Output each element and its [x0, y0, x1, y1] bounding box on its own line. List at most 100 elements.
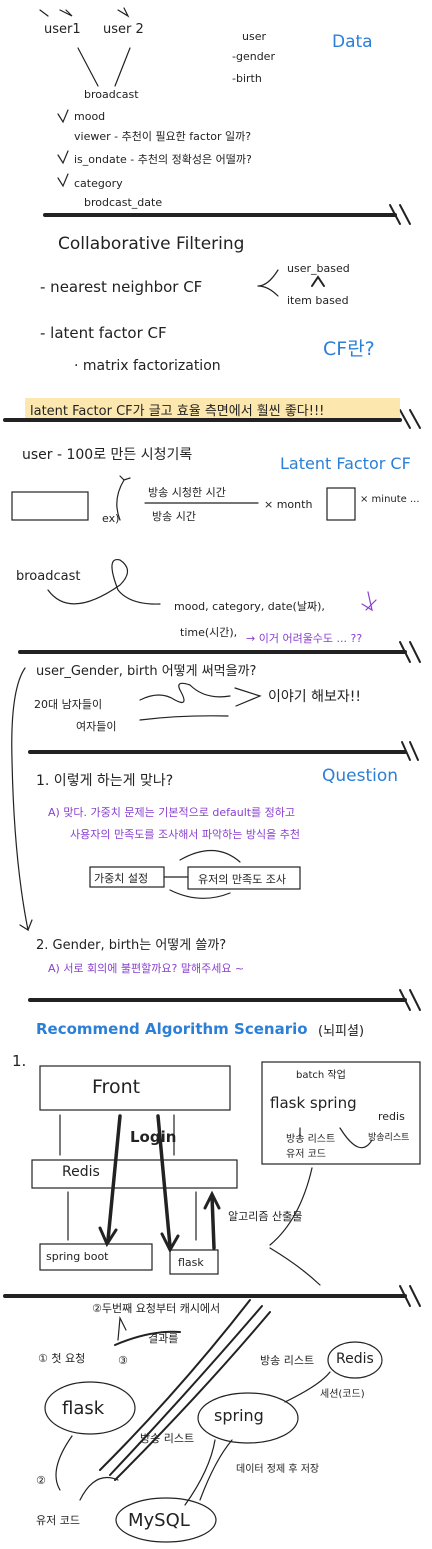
broadcast-list-top: 방송 리스트 — [260, 1354, 315, 1367]
mysql-spring-arrow — [184, 1439, 216, 1506]
answer-2: A) 서로 회의에 불편할까요? 말해주세요 ~ — [48, 962, 245, 975]
mysql-circle — [115, 1497, 217, 1543]
item-based-label: item based — [287, 294, 349, 307]
question-title: Question — [322, 766, 399, 786]
matrix-factorization: · matrix factorization — [74, 358, 221, 374]
check-mark — [57, 109, 69, 124]
ex-arrow — [116, 475, 131, 521]
first-request: ① 첫 요청 — [38, 1352, 86, 1365]
latent-title: Latent Factor CF — [280, 454, 411, 473]
gender-field: -gender — [232, 50, 275, 63]
step-3-label: ③ — [118, 1354, 128, 1367]
heading-arrow — [269, 1247, 321, 1286]
spring-circle-label: spring — [214, 1406, 264, 1425]
broadcast-curve — [47, 558, 161, 605]
user2-label: user 2 — [103, 22, 144, 37]
divider-slashes — [399, 1285, 421, 1307]
divider-slashes — [399, 641, 421, 663]
loop-arrow — [79, 1476, 119, 1501]
flask-circle — [44, 1381, 136, 1435]
month-label: × month — [264, 498, 313, 511]
highlight-band — [25, 398, 400, 418]
check-mark — [57, 173, 69, 188]
data-store-label: 데이터 정제 후 저장 — [236, 1464, 320, 1475]
data-title: Data — [332, 32, 373, 52]
left-bracket — [11, 667, 33, 932]
front-label: Front — [92, 1076, 141, 1098]
step-2-label: ② — [36, 1474, 46, 1487]
cache-heading: ②두번째 요청부터 캐시에서 — [92, 1302, 221, 1315]
broadcast-time: 방송 시간 — [152, 510, 196, 523]
divider-slashes — [401, 741, 419, 761]
women-label: 여자들이 — [76, 720, 117, 733]
women-line — [139, 715, 229, 721]
login-arrow-head — [98, 1226, 118, 1248]
cf-heading: Collaborative Filtering — [58, 234, 245, 254]
latent-small-box — [326, 487, 356, 521]
flask-arrow-head — [160, 1232, 180, 1254]
mysql-label: MySQL — [128, 1510, 190, 1531]
gender-question: user_Gender, birth 어떻게 써먹을까? — [36, 664, 257, 679]
spring-circle — [197, 1392, 299, 1444]
broadcast-label-2: broadcast — [16, 569, 81, 584]
cycle-arrow — [169, 849, 241, 899]
field-viewer: viewer - 추천이 필요한 factor 일까? — [74, 130, 252, 143]
user2-tick — [117, 7, 130, 18]
session-label: 세션(코드) — [320, 1389, 365, 1400]
divider-slashes — [399, 989, 421, 1011]
user1-label: user1 — [44, 22, 81, 37]
nearest-neighbor: - nearest neighbor CF — [40, 278, 203, 296]
flask-label: flask — [178, 1256, 204, 1269]
answer-1-line-1: A) 맞다. 가중치 문제는 기본적으로 default를 정하고 — [48, 806, 296, 819]
algorithm-output-note: 알고리즘 산출물 — [228, 1210, 303, 1223]
field-category: category — [74, 177, 123, 190]
up-arrow-head — [203, 1190, 221, 1210]
user-history-line: user - 100로 만든 시청기록 — [22, 447, 193, 463]
user1-broadcast-line — [77, 47, 99, 87]
step-1: 1. — [12, 1052, 27, 1070]
spring-mysql-arrow — [199, 1439, 233, 1501]
cf-title: CF란? — [323, 338, 375, 360]
redis-box — [31, 1159, 238, 1189]
front-box — [39, 1065, 231, 1111]
watch-time: 방송 시청한 시간 — [148, 486, 226, 499]
batch-arrow — [269, 1167, 313, 1246]
mood-line: mood, category, date(날짜), — [174, 600, 325, 613]
highlight-text: latent Factor CF가 글고 효율 측면에서 훨씬 좋다!!! — [30, 404, 325, 419]
batch-title: batch 작업 — [296, 1070, 346, 1081]
redis-circle — [327, 1341, 383, 1379]
ex-label: ex) — [102, 512, 120, 525]
login-arrow — [106, 1114, 122, 1242]
broadcast-list-left: 방송 리스트 — [140, 1432, 195, 1445]
user-based-label: user_based — [287, 262, 350, 275]
weight-box-label: 가중치 설정 — [94, 872, 149, 885]
result-label: 결과를 — [148, 1332, 179, 1345]
minute-label: × minute ... — [360, 494, 420, 505]
loop-arrow — [55, 1435, 73, 1491]
springboot-box — [39, 1243, 153, 1271]
flask-box — [169, 1249, 219, 1275]
question-2: 2. Gender, birth는 어떻게 쓸까? — [36, 938, 227, 953]
flask-arrow — [156, 1114, 172, 1248]
latent-box — [11, 491, 89, 521]
batch-curve — [299, 1127, 373, 1149]
spring-redis-arrow — [284, 1371, 331, 1403]
batch-user: 유저 코드 — [286, 1149, 326, 1160]
login-label: Login — [130, 1128, 177, 1146]
check-mark — [57, 150, 69, 165]
batch-box — [261, 1061, 421, 1165]
user1-tick — [39, 9, 73, 17]
field-mood: mood — [74, 110, 106, 123]
age-label: 20대 남자들이 — [34, 698, 103, 711]
answer-1-line-2: 사용자의 만족도를 조사해서 파악하는 방식을 추천 — [70, 828, 301, 841]
flask-circle-label: flask — [62, 1398, 105, 1419]
springboot-label: spring boot — [46, 1250, 109, 1263]
batch-note: 방송리스트 — [368, 1133, 410, 1143]
batch-redis: redis — [378, 1110, 405, 1123]
satisfaction-box — [187, 866, 301, 890]
scenario-title: Recommend Algorithm Scenario — [36, 1020, 308, 1038]
scenario-subtitle: (뇌피셜) — [318, 1024, 365, 1039]
field-is-ondate: is_ondate - 추천의 정확성은 어떨까? — [74, 153, 252, 166]
age-arrow — [234, 687, 262, 707]
